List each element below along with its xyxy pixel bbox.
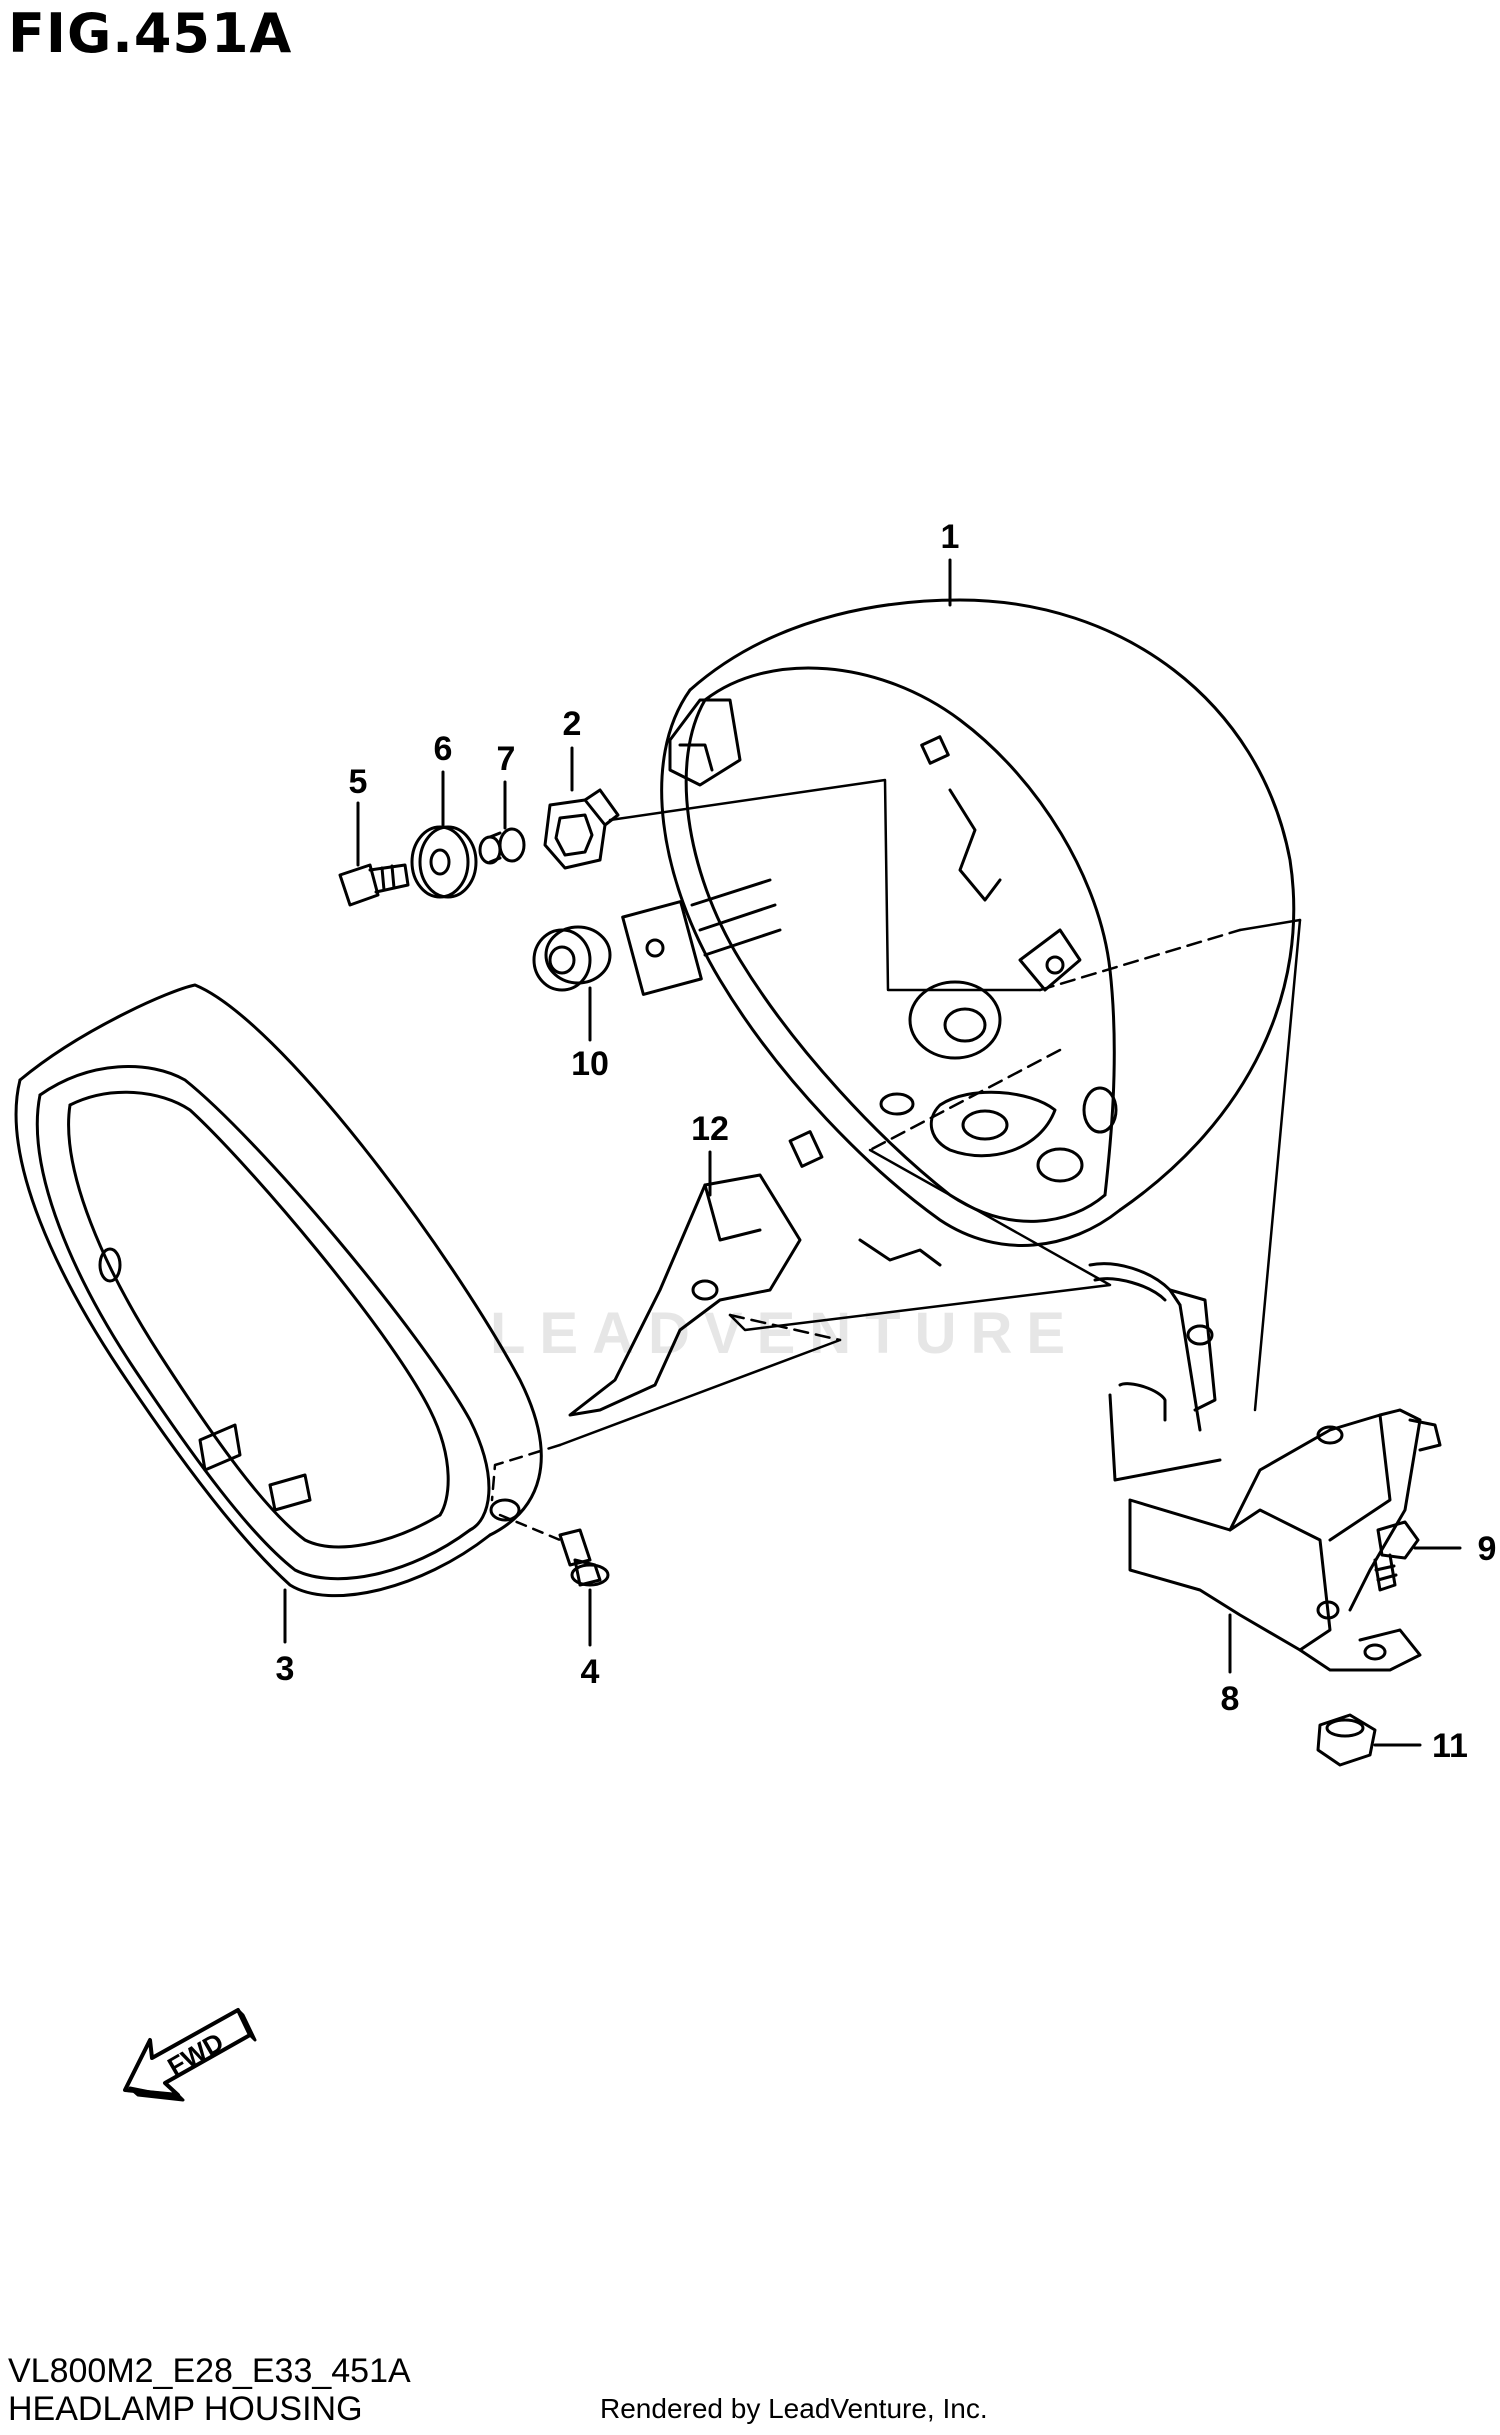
callout-10: 10 xyxy=(571,1045,609,1083)
callout-9: 9 xyxy=(1478,1530,1497,1568)
callout-7: 7 xyxy=(497,740,516,778)
callout-8: 8 xyxy=(1221,1680,1240,1718)
screw-4 xyxy=(558,1528,610,1587)
callout-11: 11 xyxy=(1432,1727,1468,1765)
grommet-10 xyxy=(532,925,612,992)
washer-6 xyxy=(410,825,478,899)
callout-labels: 1 2 6 7 5 10 12 3 4 8 9 11 xyxy=(276,518,1497,1765)
headlamp-housing-shell xyxy=(621,598,1296,1267)
bolt-5 xyxy=(338,863,410,907)
callout-12: 12 xyxy=(691,1110,729,1148)
diagram-name: HEADLAMP HOUSING xyxy=(8,2390,363,2428)
fwd-arrow-icon xyxy=(123,2008,257,2102)
callout-5: 5 xyxy=(349,763,368,801)
bolt-9 xyxy=(1373,1520,1420,1592)
collar-7 xyxy=(478,827,526,865)
headlamp-rim xyxy=(14,983,543,1598)
callout-1: 1 xyxy=(941,518,960,556)
figure-title: FIG.451A xyxy=(8,2,293,65)
callout-2: 2 xyxy=(563,705,582,743)
assembly-reference-lines xyxy=(490,778,1302,1542)
render-credit: Rendered by LeadVenture, Inc. xyxy=(600,2393,988,2424)
nut-11 xyxy=(1316,1713,1377,1767)
bracket-12 xyxy=(568,1173,802,1417)
callout-4: 4 xyxy=(581,1653,600,1691)
callout-6: 6 xyxy=(434,730,453,768)
watermark-logo: LEADVENTURE xyxy=(490,1301,1080,1366)
nut-2 xyxy=(543,788,620,870)
diagram-code: VL800M2_E28_E33_451A xyxy=(8,2352,411,2390)
callout-3: 3 xyxy=(276,1650,295,1688)
headlamp-stay-bracket xyxy=(1088,1262,1442,1672)
leader-lines xyxy=(283,558,1462,1747)
